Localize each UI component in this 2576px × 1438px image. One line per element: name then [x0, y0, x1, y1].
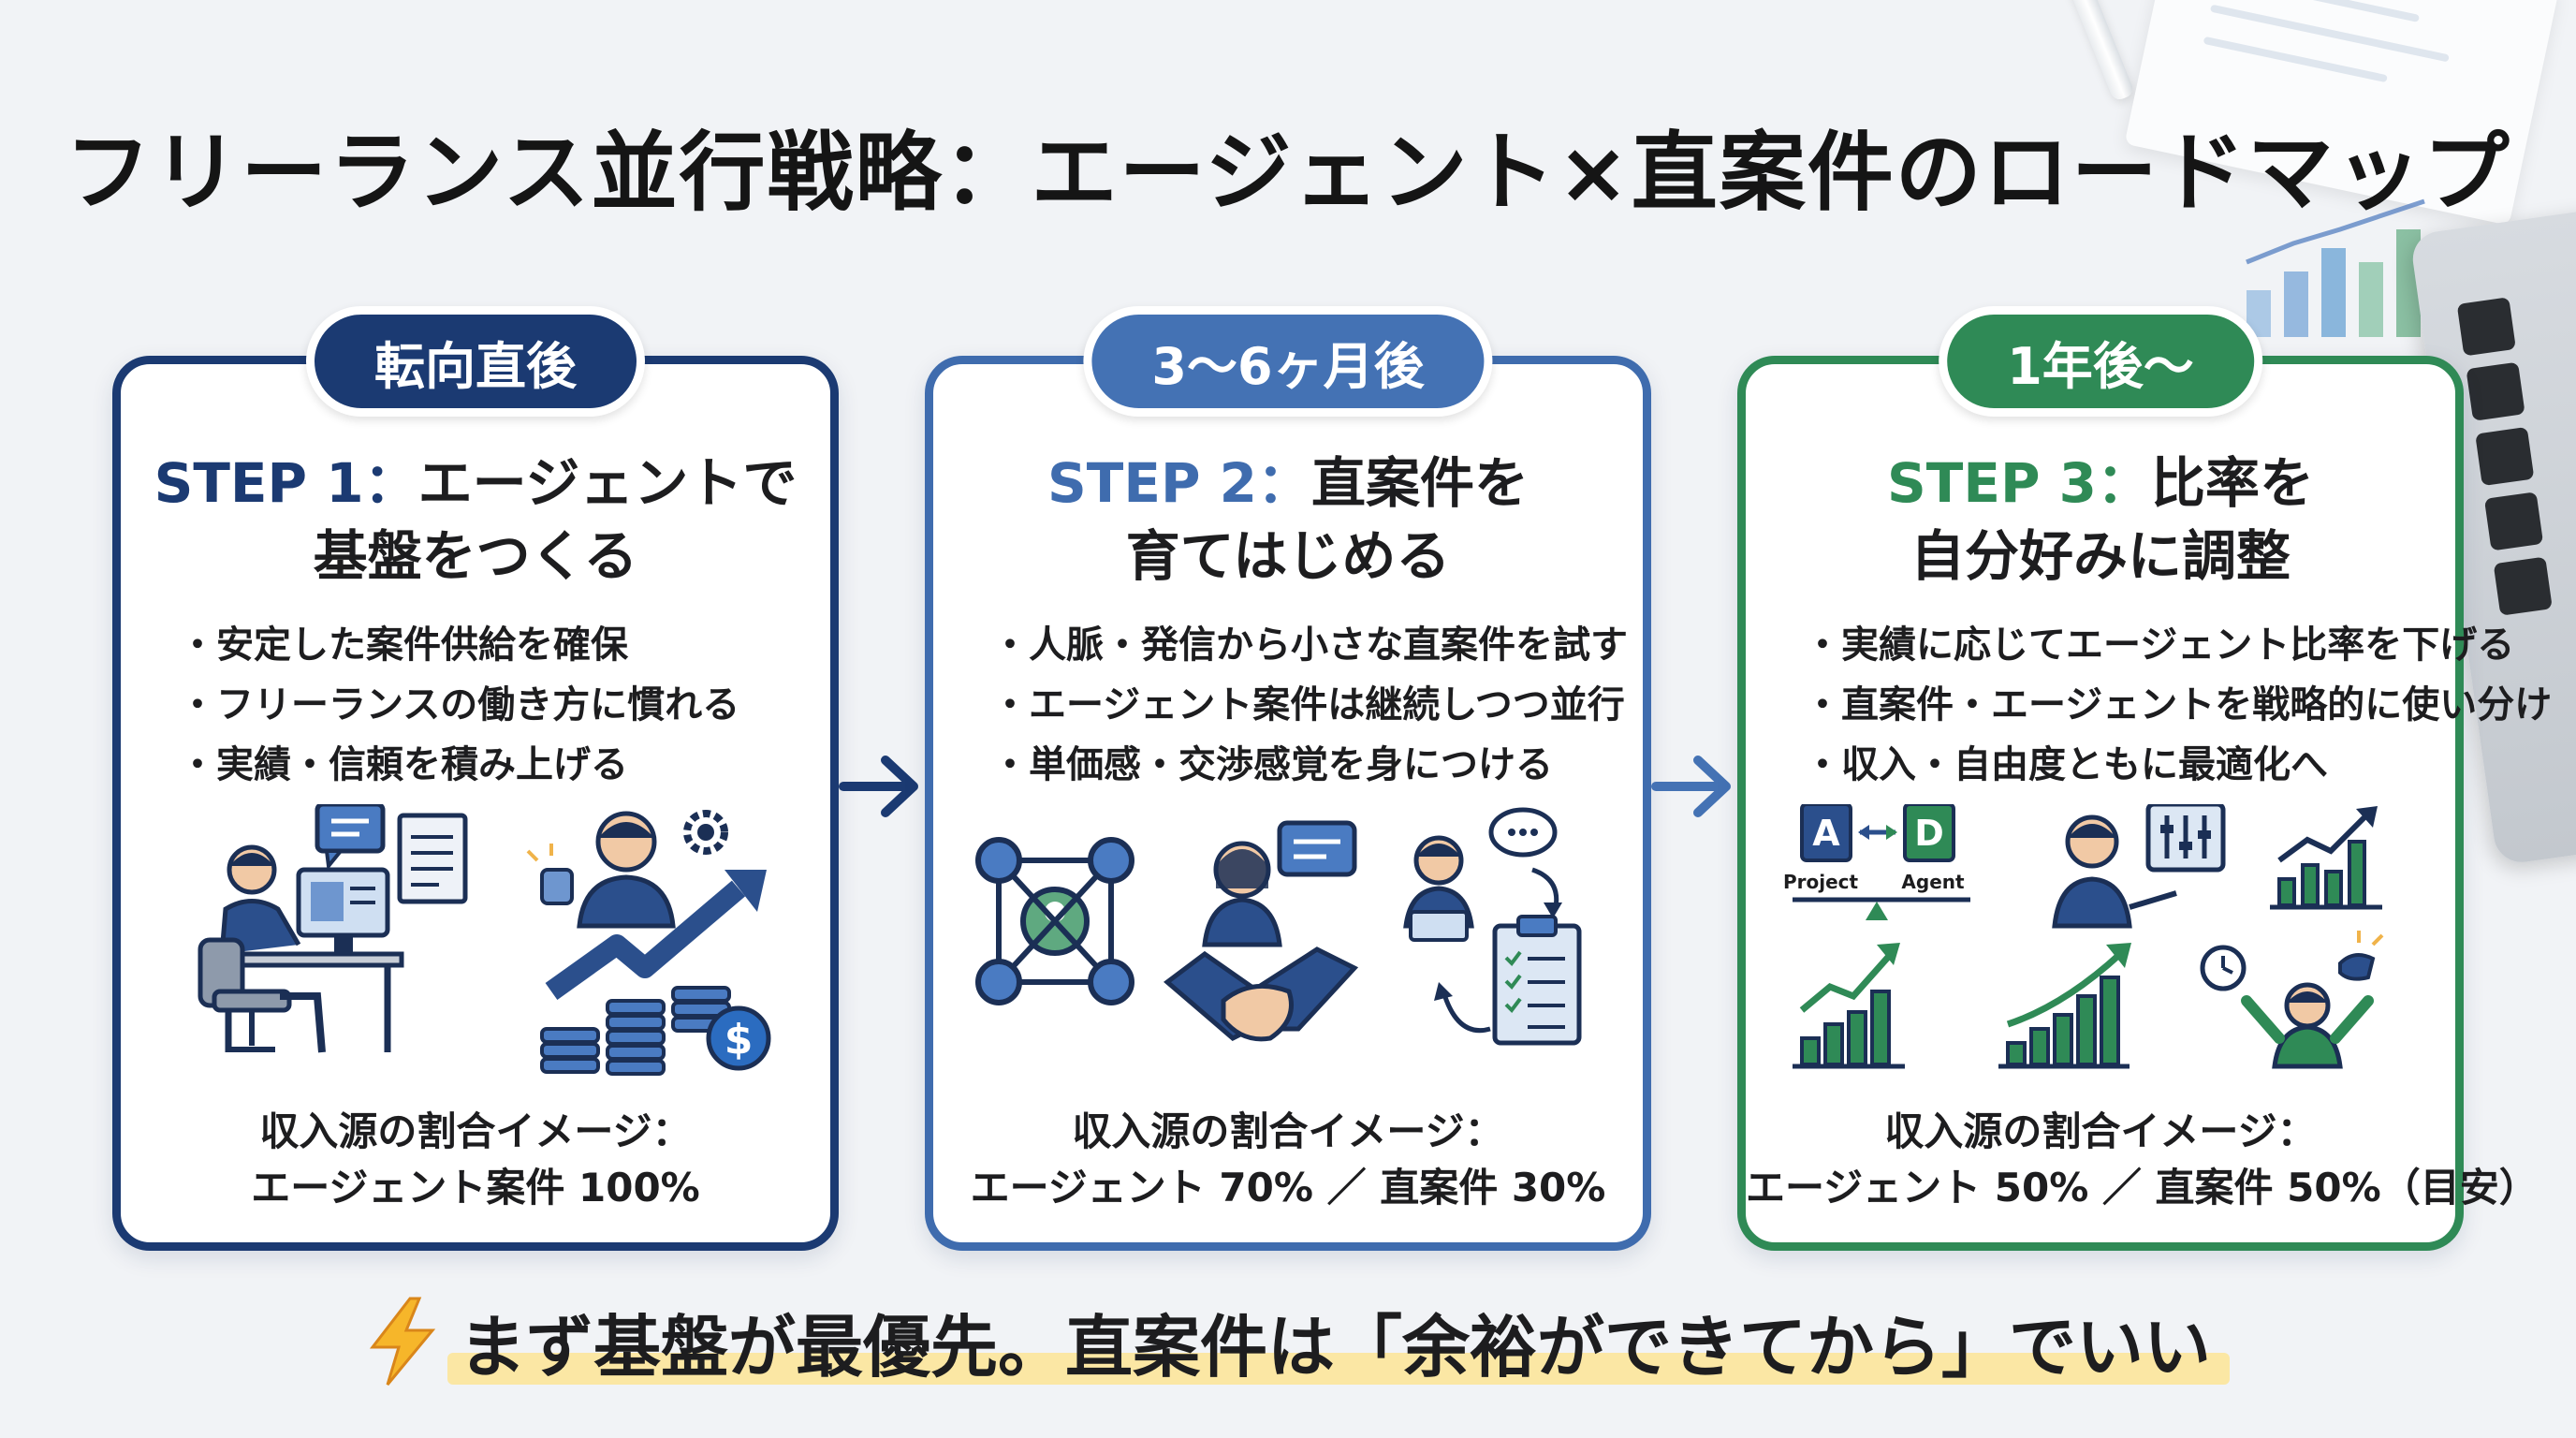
step-2-bullets: 人脈・発信から小さな直案件を試す エージェント案件は継続しつつ並行 単価感・交渉… — [991, 615, 1628, 795]
growth-coins-icon: $ — [526, 810, 771, 1076]
page-title: フリーランス並行戦略：エージェント×直案件のロードマップ — [65, 123, 2511, 223]
background-chart-icon — [2246, 198, 2425, 337]
step-3-heading: STEP 3：比率を 自分好みに調整 — [1746, 447, 2455, 593]
step-3-title-line1: 比率を — [2151, 451, 2315, 515]
ratio-label: 収入源の割合イメージ： — [259, 1108, 692, 1154]
step-3-ratio: 収入源の割合イメージ： エージェント 50% ／ 直案件 50%（目安） — [1746, 1104, 2539, 1216]
balance-left-label: Project — [1783, 871, 1858, 893]
step-2-ratio: 収入源の割合イメージ： エージェント 70% ／ 直案件 30% — [933, 1104, 1643, 1216]
step-2-heading: STEP 2：直案件を 育てはじめる — [933, 447, 1643, 593]
balance-right-letter: D — [1914, 813, 1944, 854]
footer-callout: まず基盤が最優先。直案件は「余裕ができてから」でいい — [0, 1292, 2576, 1390]
step-1-card: 転向直後 STEP 1：エージェントで 基盤をつくる 安定した案件供給を確保 フ… — [112, 306, 839, 1251]
arrow-right-icon — [839, 756, 918, 817]
balance-icon: A D Project Agent — [1783, 804, 1970, 920]
phase-badge-3: 1年後〜 — [1939, 306, 2262, 417]
list-item: 安定した案件供給を確保 — [179, 615, 812, 675]
analyst-icon — [2052, 804, 2226, 929]
consultation-icon — [1403, 807, 1582, 1046]
desk-worker-icon — [198, 804, 468, 1053]
pen-decoration — [2061, 0, 2136, 103]
step-1-heading: STEP 1：エージェントで 基盤をつくる — [121, 447, 830, 593]
list-item: 収入・自由度ともに最適化へ — [1804, 735, 2437, 795]
arrow-right-icon — [1651, 756, 1731, 817]
ratio-value: エージェント 50% ／ 直案件 50%（目安） — [1746, 1165, 2539, 1211]
phase-badge-2: 3〜6ヶ月後 — [1083, 306, 1493, 417]
list-item: 単価感・交渉感覚を身につける — [991, 735, 1624, 795]
ratio-label: 収入源の割合イメージ： — [1884, 1108, 2317, 1154]
step-3-title-line2: 自分好みに調整 — [1910, 524, 2291, 588]
ratio-label: 収入源の割合イメージ： — [1072, 1108, 1504, 1154]
svg-text:$: $ — [724, 1016, 754, 1064]
phase-badge-1: 転向直後 — [306, 306, 645, 417]
celebrating-person-icon — [2200, 931, 2384, 1069]
ratio-value: エージェント 70% ／ 直案件 30% — [970, 1165, 1606, 1211]
balance-right-label: Agent — [1901, 871, 1965, 893]
step-3-card: 1年後〜 STEP 3：比率を 自分好みに調整 実績に応じてエージェント比率を下… — [1737, 306, 2552, 1251]
step-3-label: STEP 3： — [1886, 451, 2151, 515]
list-item: 実績に応じてエージェント比率を下げる — [1804, 615, 2514, 675]
bar-chart-icon — [1793, 943, 1905, 1069]
list-item: 人脈・発信から小さな直案件を試す — [991, 615, 1628, 675]
growth-chart-icon — [2270, 806, 2382, 910]
handshake-icon — [1164, 820, 1359, 1042]
list-item: 実績・信頼を積み上げる — [179, 735, 812, 795]
list-item: 直案件・エージェントを戦略的に使い分け — [1804, 675, 2552, 735]
balance-left-letter: A — [1812, 813, 1840, 854]
step-1-label: STEP 1： — [154, 451, 418, 515]
ratio-value: エージェント案件 100% — [251, 1165, 700, 1211]
step-2-card: 3〜6ヶ月後 STEP 2：直案件を 育てはじめる 人脈・発信から小さな直案件を… — [925, 306, 1651, 1251]
step-1-title-line2: 基盤をつくる — [313, 524, 638, 588]
step-2-label: STEP 2： — [1046, 451, 1311, 515]
lightning-icon — [369, 1297, 436, 1386]
step-3-bullets: 実績に応じてエージェント比率を下げる 直案件・エージェントを戦略的に使い分け 収… — [1804, 615, 2552, 795]
step-2-title-line2: 育てはじめる — [1125, 524, 1451, 588]
step-3-illustration: A D Project Agent — [1783, 804, 2384, 1069]
step-1-title-line1: エージェントで — [417, 451, 798, 515]
list-item: エージェント案件は継続しつつ並行 — [991, 675, 1625, 735]
footer-highlight — [446, 1353, 2230, 1385]
list-item: フリーランスの働き方に慣れる — [179, 675, 812, 735]
step-2-illustration — [975, 807, 1582, 1046]
step-1-ratio: 収入源の割合イメージ： エージェント案件 100% — [121, 1104, 830, 1216]
step-2-title-line1: 直案件を — [1311, 451, 1530, 515]
footer-message: まず基盤が最優先。直案件は「余裕ができてから」でいい — [458, 1308, 2211, 1387]
growth-chart-icon — [1998, 943, 2131, 1069]
step-1-illustration: $ — [198, 804, 771, 1076]
step-1-bullets: 安定した案件供給を確保 フリーランスの働き方に慣れる 実績・信頼を積み上げる — [179, 615, 812, 795]
network-icon — [975, 837, 1134, 1005]
